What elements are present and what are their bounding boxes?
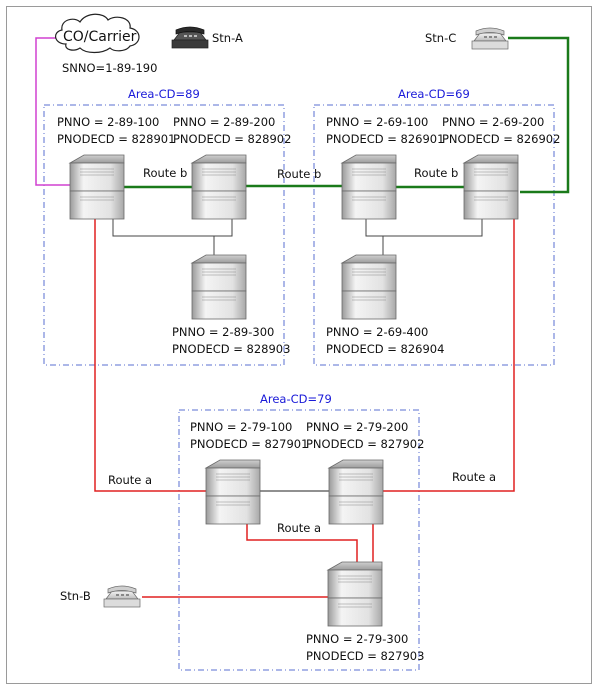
- route-b-label-1: Route b: [143, 166, 187, 180]
- node-89-200-pnodecd: PNODECD = 828902: [173, 132, 291, 146]
- stn-a-label: Stn-A: [212, 31, 243, 45]
- stn-c-label: Stn-C: [425, 31, 456, 45]
- node-79-200: [328, 459, 384, 525]
- area-69-border: [313, 104, 555, 366]
- node-89-300: [191, 254, 247, 320]
- carrier-snno: SNNO=1-89-190: [62, 61, 157, 75]
- node-69-200-pnodecd: PNODECD = 826902: [442, 132, 560, 146]
- node-79-300: [327, 561, 383, 627]
- node-89-200-pnno: PNNO = 2-89-200: [173, 115, 275, 129]
- node-69-400-pnno: PNNO = 2-69-400: [326, 325, 428, 339]
- stn-c-phone-icon: [471, 27, 509, 50]
- node-79-300-pnodecd: PNODECD = 827903: [306, 649, 424, 663]
- node-69-400: [341, 254, 397, 320]
- carrier-label: CO/Carrier: [63, 29, 137, 45]
- area-69-label: Area-CD=69: [398, 87, 470, 101]
- carrier-cloud-icon: [55, 13, 140, 54]
- node-79-100: [205, 459, 261, 525]
- route-b-label-2: Route b: [277, 167, 321, 181]
- route-a-left: [94, 215, 206, 492]
- route-a-right: [382, 215, 515, 492]
- route-b-label-3: Route b: [414, 166, 458, 180]
- route-a-mid: [246, 518, 358, 568]
- node-69-100-pnodecd: PNODECD = 826901: [326, 132, 444, 146]
- node-69-200: [463, 154, 519, 220]
- stn-a-phone-icon: [171, 26, 209, 49]
- node-69-200-pnno: PNNO = 2-69-200: [442, 115, 544, 129]
- route-a-label-left: Route a: [108, 473, 152, 487]
- carrier-link: [35, 37, 70, 186]
- node-79-100-pnno: PNNO = 2-79-100: [190, 420, 292, 434]
- stn-c-link: [508, 36, 570, 194]
- node-89-100: [69, 154, 125, 220]
- node-79-100-pnodecd: PNODECD = 827901: [190, 437, 308, 451]
- node-79-200-pnodecd: PNODECD = 827902: [306, 437, 424, 451]
- node-89-100-pnodecd: PNODECD = 828901: [57, 132, 175, 146]
- diagram-frame: [6, 6, 592, 684]
- node-79-200-pnno: PNNO = 2-79-200: [306, 420, 408, 434]
- node-89-200: [191, 154, 247, 220]
- area-79-border: [178, 409, 420, 671]
- stn-b-label: Stn-B: [60, 589, 91, 603]
- node-69-100: [341, 154, 397, 220]
- node-69-400-pnodecd: PNODECD = 826904: [326, 342, 444, 356]
- area-89-label: Area-CD=89: [128, 87, 200, 101]
- route-a-label-mid: Route a: [277, 521, 321, 535]
- route-a-label-right: Route a: [452, 470, 496, 484]
- node-69-100-pnno: PNNO = 2-69-100: [326, 115, 428, 129]
- node-79-300-pnno: PNNO = 2-79-300: [306, 632, 408, 646]
- node-89-300-pnodecd: PNODECD = 828903: [172, 342, 290, 356]
- stn-b-phone-icon: [103, 585, 141, 608]
- node-89-300-pnno: PNNO = 2-89-300: [172, 325, 274, 339]
- internal-link-89: [112, 219, 233, 237]
- area-79-label: Area-CD=79: [260, 392, 332, 406]
- area-89-border: [43, 104, 285, 366]
- internal-link-69: [365, 219, 483, 237]
- node-89-100-pnno: PNNO = 2-89-100: [57, 115, 159, 129]
